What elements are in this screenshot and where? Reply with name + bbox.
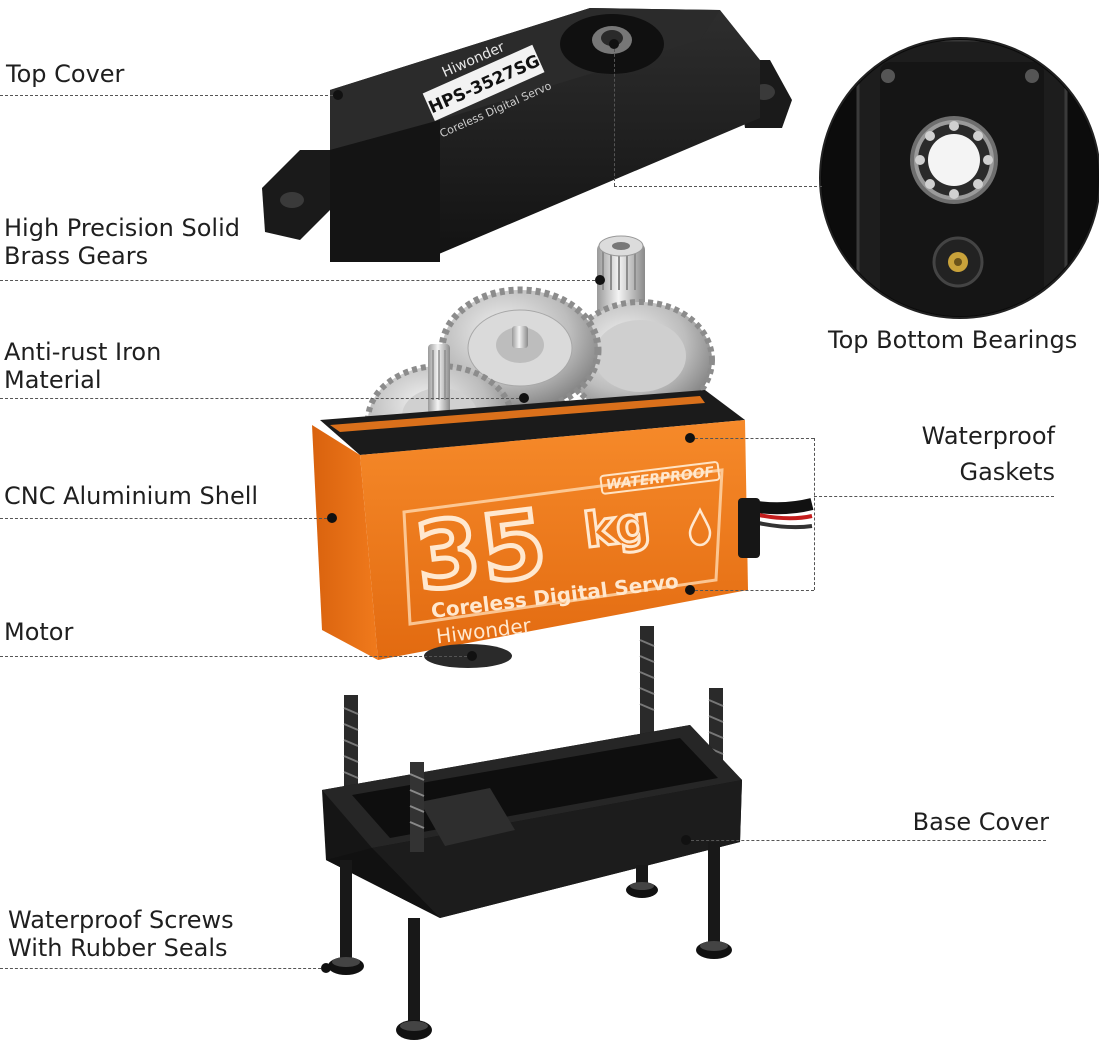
label-motor: Motor <box>4 618 74 646</box>
torque-number: 35 <box>410 490 554 612</box>
leader-top-cover <box>0 95 338 96</box>
leader-gaskets-v <box>814 438 815 590</box>
label-cnc-shell: CNC Aluminium Shell <box>4 482 259 510</box>
leader-gaskets-out <box>814 496 1054 497</box>
dot-top-cover <box>333 90 343 100</box>
base-cover-part <box>322 626 742 1040</box>
leader-motor <box>0 656 472 657</box>
dot-gaskets-top <box>685 433 695 443</box>
dot-brass-gears <box>595 275 605 285</box>
label-base-cover: Base Cover <box>912 808 1049 836</box>
dot-anti-rust <box>519 393 529 403</box>
top-cover-part: HPS-3527SG Hiwonder Coreless Digital Ser… <box>262 8 792 262</box>
label-brass-gears-line1: High Precision Solid <box>4 214 240 242</box>
leader-cnc-shell <box>0 518 332 519</box>
leader-gaskets-top <box>690 438 814 439</box>
water-drop-icon <box>688 507 712 547</box>
label-anti-rust-line2: Material <box>4 366 102 394</box>
label-gaskets-line1: Waterproof <box>921 422 1055 450</box>
label-anti-rust-line1: Anti-rust Iron <box>4 338 162 366</box>
dot-bearings <box>609 39 619 49</box>
leader-bearings-h <box>614 186 822 187</box>
dot-cnc-shell <box>327 513 337 523</box>
label-screws-line1: Waterproof Screws <box>8 906 234 934</box>
aluminium-shell-part: WATERPROOF 35 kg Coreless Digital Servo … <box>312 390 814 668</box>
label-bearings: Top Bottom Bearings <box>828 326 1078 354</box>
leader-brass-gears <box>0 280 600 281</box>
bearings-inset <box>819 37 1099 319</box>
leader-gaskets-bottom <box>690 590 814 591</box>
leader-bearings-v <box>614 44 615 186</box>
label-gaskets-line2: Gaskets <box>959 458 1055 486</box>
label-brass-gears-line2: Brass Gears <box>4 242 149 270</box>
label-screws-line2: With Rubber Seals <box>8 934 228 962</box>
screw-top-center <box>639 626 655 736</box>
dot-motor <box>467 651 477 661</box>
dot-gaskets-bottom <box>685 585 695 595</box>
screw-front-left <box>409 762 425 852</box>
leader-anti-rust <box>0 398 524 399</box>
dot-screws <box>321 963 331 973</box>
dot-base-cover <box>681 835 691 845</box>
label-top-cover: Top Cover <box>6 60 125 88</box>
screw-top-left <box>343 695 359 805</box>
leader-base-cover <box>686 840 1046 841</box>
torque-unit: kg <box>581 496 654 560</box>
leader-screws <box>0 968 326 969</box>
